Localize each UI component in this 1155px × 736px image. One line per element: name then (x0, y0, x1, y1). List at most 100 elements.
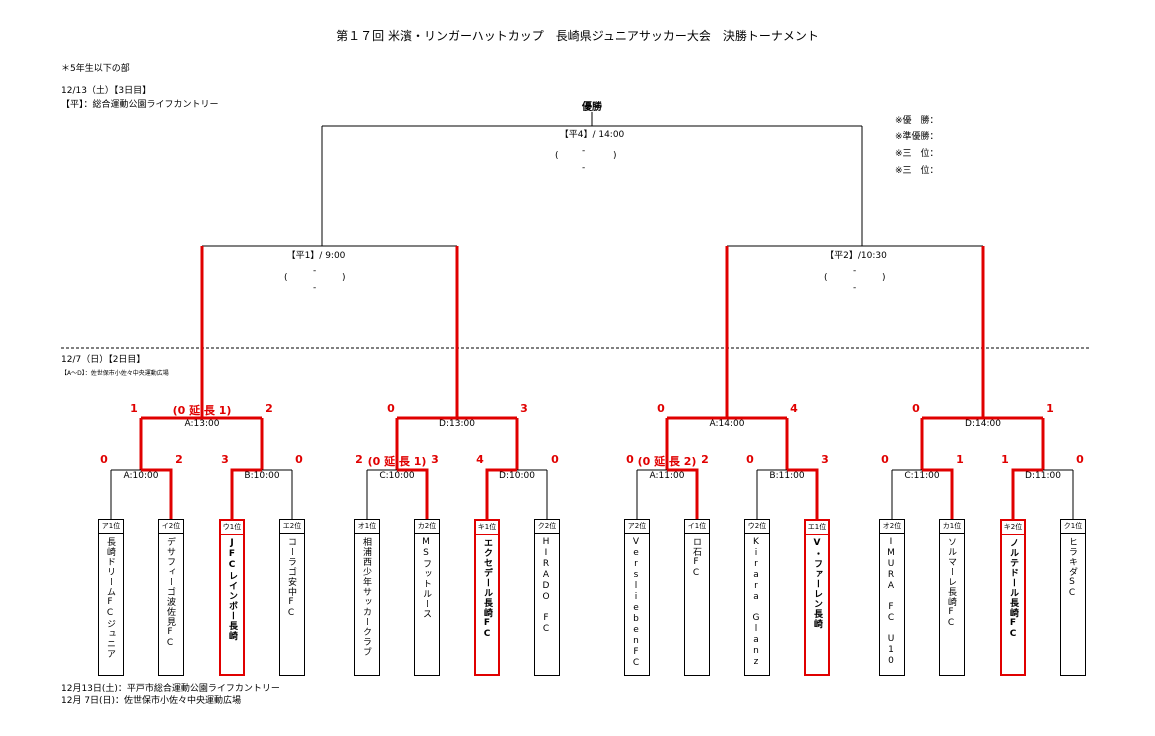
team-box-11[interactable]: ウ2位 Kirara Glanz (744, 519, 770, 676)
team-box-14[interactable]: カ1位 ソルマーレ長崎FC (939, 519, 965, 676)
qf-4-match: D:14:00 (965, 419, 1001, 429)
team-box-5[interactable]: オ1位 相浦西少年サッカークラブ (354, 519, 380, 676)
team-seed: オ2位 (880, 520, 904, 534)
r1-3-score-left: 2 (355, 453, 363, 466)
team-box-1[interactable]: ア1位 長崎ドリームFCジュニア (98, 519, 124, 676)
r1-8-match: D:11:00 (1025, 471, 1061, 481)
r1-7-match: C:11:00 (904, 471, 940, 481)
team-box-7[interactable]: キ1位 エクセデール長崎FC (474, 519, 500, 676)
r1-2-score-left: 3 (221, 453, 229, 466)
team-box-8[interactable]: ク2位 HIRADO FC (534, 519, 560, 676)
qf-4-score-right: 1 (1046, 402, 1054, 415)
semi-1-paren-open: ( (284, 273, 288, 283)
team-box-6[interactable]: カ2位 MSフットルース (414, 519, 440, 676)
team-box-3[interactable]: ウ1位 JFCレインボー長崎 (219, 519, 245, 676)
r1-5-score-left: 0 (626, 453, 634, 466)
team-name: Kirara Glanz (751, 537, 761, 668)
qf-2-score-right: 3 (520, 402, 528, 415)
r1-6-score-left: 0 (746, 453, 754, 466)
team-seed: エ2位 (280, 520, 304, 534)
qf-1-score-left: 1 (130, 402, 138, 415)
r1-4-score-right: 0 (551, 453, 559, 466)
r1-4-match: D:10:00 (499, 471, 535, 481)
team-name: MSフットルース (421, 537, 431, 619)
team-seed: ア2位 (625, 520, 649, 534)
team-name: デサフィーゴ波佐見FC (165, 537, 175, 649)
team-name: HIRADO FC (541, 537, 551, 635)
team-name: 長崎ドリームFCジュニア (105, 537, 115, 659)
r1-brackets (110, 469, 1074, 519)
footer-line-1: 12月13日(土)：平戸市総合運動公園ライフカントリー (61, 684, 280, 694)
final-paren-open: ( (555, 151, 559, 161)
final-match: 【平4】/ 14:00 (559, 130, 625, 140)
r1-7-score-right: 1 (956, 453, 964, 466)
r1-7-score-left: 0 (881, 453, 889, 466)
r1-6-score-right: 3 (821, 453, 829, 466)
semi-2-paren-close: ) (882, 273, 886, 283)
semi-2-match: 【平2】/10:30 (825, 251, 887, 261)
team-name: V・ファーレン長崎 (812, 538, 822, 629)
r1-1-score-left: 0 (100, 453, 108, 466)
footer-line-2: 12月 7日(日)：佐世保市小佐々中央運動広場 (61, 696, 242, 706)
qf-3-match: A:14:00 (709, 419, 745, 429)
team-name: コーラゴ安中FC (286, 537, 296, 619)
team-seed: キ1位 (476, 521, 498, 535)
qf-3-score-right: 4 (790, 402, 798, 415)
r1-5-score-right: 2 (701, 453, 709, 466)
r1-3-score-right: 3 (431, 453, 439, 466)
qf-1-score-right: 2 (265, 402, 273, 415)
r1-8-score-right: 0 (1076, 453, 1084, 466)
team-name: ノルテドール長崎FC (1008, 538, 1018, 640)
team-seed: カ2位 (415, 520, 439, 534)
qf-2-score-left: 0 (387, 402, 395, 415)
semi-1-dash-2: - (313, 283, 317, 293)
r1-winner-paths (141, 468, 1043, 519)
team-box-10[interactable]: イ1位 ロ石FC (684, 519, 710, 676)
r1-4-score-left: 4 (476, 453, 484, 466)
final-bracket (321, 112, 863, 246)
team-box-2[interactable]: イ2位 デサフィーゴ波佐見FC (158, 519, 184, 676)
team-seed: ウ2位 (745, 520, 769, 534)
team-name: エクセデール長崎FC (482, 538, 492, 640)
team-seed: オ1位 (355, 520, 379, 534)
team-name: IMURA FC U10 (886, 537, 896, 667)
final-dash-2: - (582, 163, 586, 173)
team-name: ヒラキダSC (1067, 537, 1077, 599)
r1-2-score-right: 0 (295, 453, 303, 466)
r1-1-score-right: 2 (175, 453, 183, 466)
team-seed: ウ1位 (221, 521, 243, 535)
r1-8-score-left: 1 (1001, 453, 1009, 466)
team-seed: エ1位 (806, 521, 828, 535)
semi-brackets (200, 245, 985, 418)
team-name: JFCレインボー長崎 (227, 538, 237, 641)
qf-1-match: A:13:00 (184, 419, 220, 429)
semi-1-match: 【平1】/ 9:00 (286, 251, 346, 261)
r1-1-match: A:10:00 (123, 471, 159, 481)
team-box-16[interactable]: ク1位 ヒラキダSC (1060, 519, 1086, 676)
team-seed: イ2位 (159, 520, 183, 534)
team-box-15[interactable]: キ2位 ノルテドール長崎FC (1000, 519, 1026, 676)
award-third-1: ※三 位： (895, 149, 939, 159)
team-box-9[interactable]: ア2位 VersliebenFC (624, 519, 650, 676)
team-seed: カ1位 (940, 520, 964, 534)
award-winner: ※優 勝： (895, 116, 939, 126)
day3-date: 12/13（土）【3日目】 (61, 86, 152, 96)
team-name: 相浦西少年サッカークラブ (361, 537, 371, 657)
team-seed: ク1位 (1061, 520, 1085, 534)
team-seed: イ1位 (685, 520, 709, 534)
team-box-4[interactable]: エ2位 コーラゴ安中FC (279, 519, 305, 676)
award-third-2: ※三 位： (895, 166, 939, 176)
team-seed: ア1位 (99, 520, 123, 534)
team-name: ソルマーレ長崎FC (946, 537, 956, 629)
semi-1-paren-close: ) (342, 273, 346, 283)
qf-2-match: D:13:00 (439, 419, 475, 429)
team-box-12[interactable]: エ1位 V・ファーレン長崎 (804, 519, 830, 676)
final-paren-close: ) (613, 151, 617, 161)
page-title: 第１７回 米濱・リンガーハットカップ 長崎県ジュニアサッカー大会 決勝トーナメン… (336, 29, 819, 43)
semi-1-dash-1: - (313, 266, 317, 276)
day2-venue: 【A〜D】：佐世保市小佐々中央運動広場 (61, 370, 169, 377)
team-box-13[interactable]: オ2位 IMURA FC U10 (879, 519, 905, 676)
qf-brackets (139, 416, 1045, 470)
award-runner-up: ※準優勝： (895, 132, 939, 142)
